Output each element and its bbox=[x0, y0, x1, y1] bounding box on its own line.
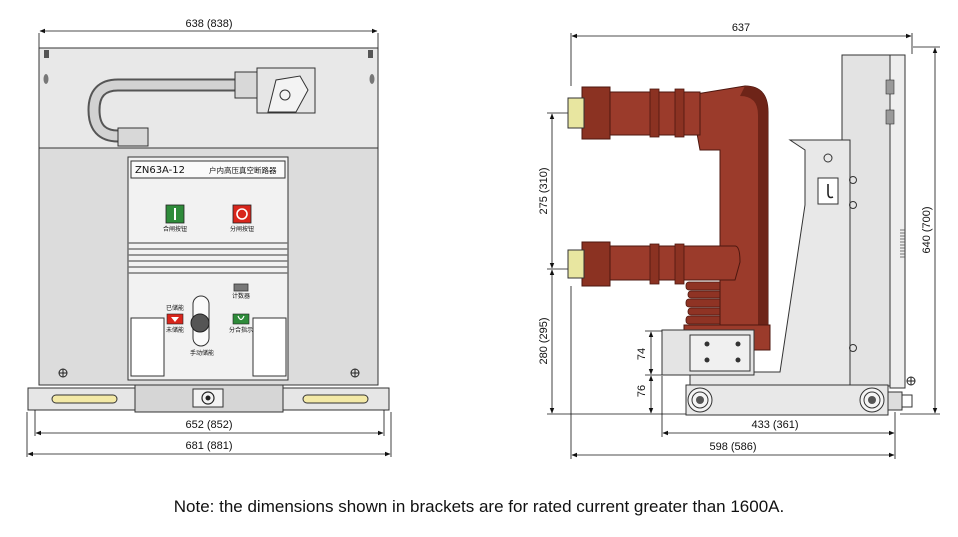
front-width-inner-label: 652 (852) bbox=[185, 419, 232, 431]
carriage-wheel bbox=[859, 387, 885, 413]
charge-arrow-icon bbox=[171, 317, 179, 322]
rear-latch bbox=[885, 109, 895, 125]
front-view: 638 (838) ZN63A-12 户内高压真空断路器 合闸按钮 分闸按钮 bbox=[26, 18, 392, 457]
lifting-hook-icon bbox=[827, 184, 834, 199]
side-view: 637 640 (700) 275 (310) 280 (295) bbox=[538, 22, 940, 459]
cable-loop-inner bbox=[89, 80, 252, 141]
side-top-dimension: 637 bbox=[570, 22, 913, 86]
bracket-plate bbox=[689, 334, 751, 372]
frame-hole bbox=[849, 201, 857, 209]
side-upper-dim-label: 275 (310) bbox=[538, 167, 550, 214]
bracket-bolt bbox=[704, 341, 710, 347]
dim-76-label: 76 bbox=[636, 385, 648, 397]
bracket-bolt bbox=[735, 357, 741, 363]
uncharged-label: 未储能 bbox=[166, 326, 184, 334]
insulator-pole-shadow bbox=[740, 86, 768, 325]
drive-shaft-icon bbox=[201, 391, 215, 405]
frame-hole bbox=[823, 153, 833, 163]
housing-slot bbox=[43, 74, 49, 84]
left-window bbox=[130, 317, 165, 377]
upper-arm-flange bbox=[581, 86, 611, 140]
close-symbol-icon bbox=[174, 208, 176, 220]
side-outer-width-label: 598 (586) bbox=[709, 441, 756, 453]
open-button[interactable] bbox=[232, 204, 252, 224]
rear-latch bbox=[885, 79, 895, 95]
position-indicator-label: 分合指示 bbox=[229, 326, 253, 334]
front-top-dimension: 638 (838) bbox=[38, 18, 379, 50]
open-button-label: 分闸按钮 bbox=[230, 225, 254, 233]
manual-charge-label: 手动储能 bbox=[190, 349, 214, 357]
front-bottom-dimensions: 652 (852) 681 (881) bbox=[26, 410, 392, 457]
housing-bolt bbox=[44, 50, 49, 58]
ground-mark-icon bbox=[906, 376, 916, 386]
cable-clamp bbox=[117, 127, 149, 147]
ground-mark-icon bbox=[58, 368, 68, 378]
rear-ribs bbox=[900, 229, 905, 258]
carriage-handle-tip bbox=[901, 394, 913, 408]
bracket-dimensions: 74 76 bbox=[636, 330, 662, 414]
left-guide-rail bbox=[51, 394, 118, 404]
plug-latch bbox=[267, 75, 309, 113]
carriage-wheel bbox=[687, 387, 713, 413]
housing-bolt bbox=[368, 50, 373, 58]
lower-contact bbox=[567, 249, 585, 279]
plug-housing bbox=[234, 71, 258, 99]
dimension-note: Note: the dimensions shown in brackets a… bbox=[173, 497, 785, 516]
upper-contact bbox=[567, 97, 585, 129]
ground-mark-icon bbox=[350, 368, 360, 378]
side-lower-dim-label: 280 (295) bbox=[538, 317, 550, 364]
nameplate bbox=[130, 160, 286, 179]
upper-arm-ring bbox=[649, 88, 660, 138]
manual-charge-knob[interactable] bbox=[190, 313, 210, 333]
drive-shaft-center bbox=[205, 395, 211, 401]
frame-hole bbox=[849, 176, 857, 184]
vent-grille bbox=[128, 242, 288, 274]
dim-74-label: 74 bbox=[636, 348, 648, 360]
frame-hole bbox=[849, 344, 857, 352]
side-top-dim-label: 637 bbox=[732, 22, 750, 34]
front-width-outer-label: 681 (881) bbox=[185, 440, 232, 452]
lower-arm-ring bbox=[674, 243, 685, 285]
side-bottom-dimensions: 433 (361) 598 (586) bbox=[570, 286, 896, 459]
front-top-dim-label: 638 (838) bbox=[185, 18, 232, 30]
nameplate-name: 户内高压真空断路器 bbox=[209, 165, 277, 175]
rear-panel-edge bbox=[889, 54, 906, 389]
lower-arm bbox=[581, 245, 741, 281]
bracket-bolt bbox=[704, 357, 710, 363]
open-symbol-icon bbox=[236, 208, 248, 220]
bracket-bolt bbox=[735, 341, 741, 347]
lower-arm-ring bbox=[649, 243, 660, 285]
side-left-dimensions: 275 (310) 280 (295) bbox=[538, 112, 690, 415]
right-window bbox=[252, 317, 287, 377]
nameplate-model: ZN63A-12 bbox=[135, 165, 185, 176]
counter-window bbox=[233, 283, 249, 292]
carriage-handle bbox=[887, 391, 903, 411]
base-carriage bbox=[685, 384, 889, 416]
side-inner-width-label: 433 (361) bbox=[751, 419, 798, 431]
close-button-label: 合闸按钮 bbox=[163, 225, 187, 233]
charged-label: 已储能 bbox=[166, 304, 184, 312]
upper-arm-ring bbox=[674, 88, 685, 138]
counter-label: 计数器 bbox=[232, 292, 250, 300]
side-height-dim-label: 640 (700) bbox=[921, 206, 933, 253]
lower-arm-flange bbox=[581, 241, 611, 287]
position-indicator-icon bbox=[237, 315, 245, 321]
side-height-dimension: 640 (700) bbox=[900, 46, 940, 415]
right-guide-rail bbox=[302, 394, 369, 404]
housing-slot bbox=[369, 74, 375, 84]
plug-latch-pin bbox=[279, 89, 291, 101]
